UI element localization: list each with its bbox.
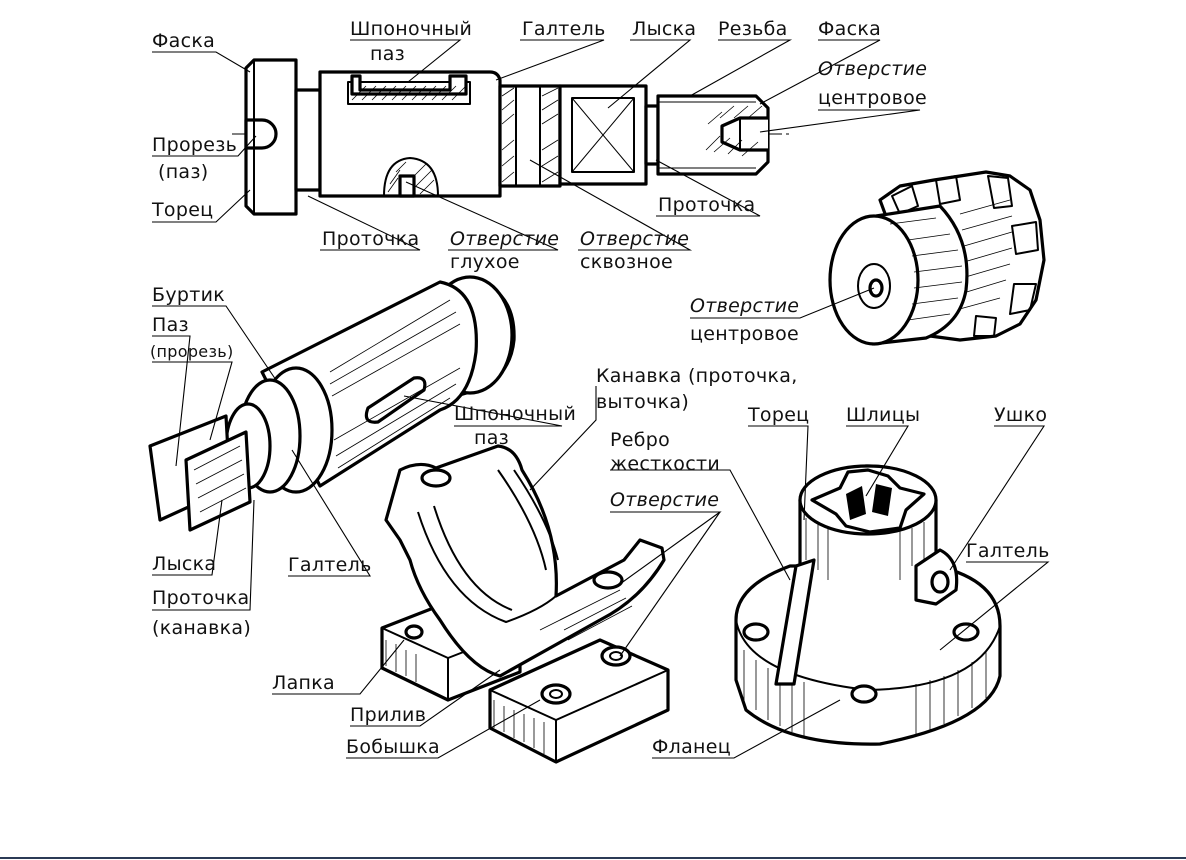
label-galtel-top: Галтель	[522, 18, 606, 40]
label-protochka-right: Проточка	[658, 194, 755, 216]
label-shponochny-paz-2: паз	[370, 43, 405, 65]
label-rebro-1: Ребро	[610, 429, 670, 451]
bottom-divider	[0, 857, 1186, 859]
label-bobyshka: Бобышка	[346, 736, 440, 758]
label-paz-1: Паз	[152, 314, 189, 336]
shaft-drawing	[232, 58, 790, 216]
label-burtik: Буртик	[152, 284, 225, 306]
bearing-housing-drawing	[380, 444, 670, 764]
label-rezba: Резьба	[718, 18, 788, 40]
label-faska-left: Фаска	[152, 30, 215, 52]
labels: Фаска Шпоночный паз Галтель Лыска Резьба…	[150, 18, 1050, 758]
label-shponochny-iso-1: Шпоночный	[454, 403, 576, 425]
flange-part-drawing	[734, 464, 1002, 746]
label-prorez-2: (паз)	[158, 161, 209, 183]
label-galtel-iso: Галтель	[288, 554, 372, 576]
leader-lines	[152, 39, 1050, 759]
label-otverstie-gear-2: центровое	[690, 323, 799, 345]
label-faska-right: Фаска	[818, 18, 881, 40]
label-priliv: Прилив	[350, 704, 426, 726]
label-otverstie-centr-1: Отверстие	[818, 58, 927, 80]
label-flanec: Фланец	[652, 736, 731, 758]
label-kanavka-2: выточка)	[596, 391, 689, 413]
label-shponochny-iso-2: паз	[474, 427, 509, 449]
label-paz-2: (прорезь)	[150, 342, 234, 361]
label-torec-flange: Торец	[747, 404, 809, 426]
label-prorez-1: Прорезь	[152, 134, 237, 156]
label-galtel-flange: Галтель	[966, 540, 1050, 562]
label-lyska-iso: Лыска	[152, 553, 216, 575]
label-otverstie-gluhoe-2: глухое	[450, 251, 520, 273]
label-kanavka-1: Канавка (проточка,	[596, 365, 798, 387]
label-shponochny-paz-1: Шпоночный	[350, 18, 472, 40]
label-lapka: Лапка	[272, 672, 335, 694]
label-lyska-top: Лыска	[632, 18, 696, 40]
label-otverstie-centr-2: центровое	[818, 87, 927, 109]
label-protochka-bottom: Проточка	[322, 228, 419, 250]
gear-drawing	[828, 170, 1046, 346]
label-otverstie-bearing: Отверстие	[610, 489, 719, 511]
label-protochka-iso-1: Проточка	[152, 587, 249, 609]
label-protochka-iso-2: (канавка)	[152, 617, 251, 639]
label-otverstie-gear-1: Отверстие	[690, 295, 799, 317]
label-otverstie-skvoznoe-1: Отверстие	[580, 228, 689, 250]
label-ushko: Ушко	[994, 404, 1047, 426]
label-shlicy: Шлицы	[846, 404, 920, 426]
iso-shaft-drawing	[148, 275, 516, 532]
label-otverstie-skvoznoe-2: сквозное	[580, 251, 673, 273]
label-otverstie-gluhoe-1: Отверстие	[450, 228, 559, 250]
label-rebro-2: жесткости	[610, 453, 720, 475]
label-torec-shaft: Торец	[151, 199, 213, 221]
